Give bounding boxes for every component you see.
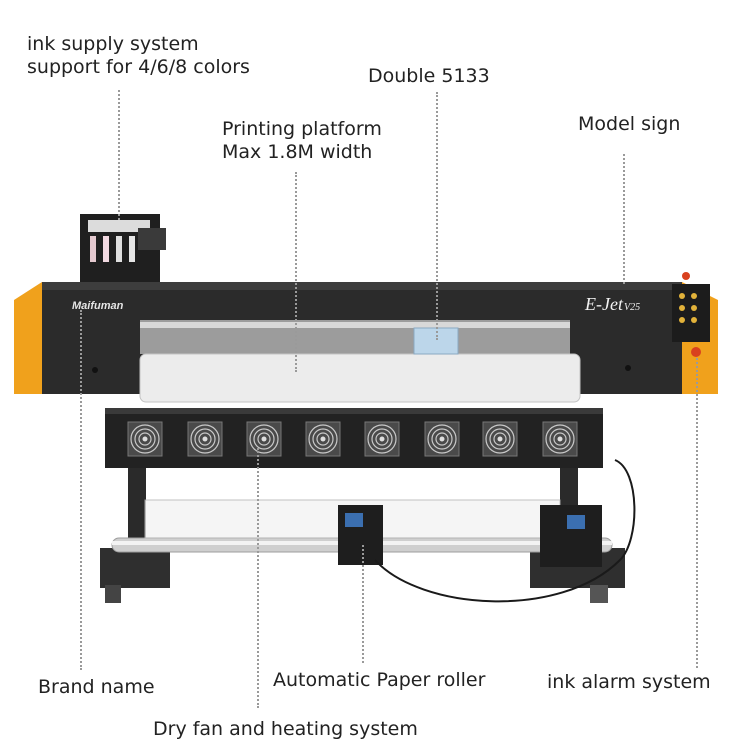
fan-icon bbox=[187, 421, 223, 457]
fan-icon bbox=[364, 421, 400, 457]
leader-double-5133 bbox=[436, 92, 438, 340]
fan-icon bbox=[305, 421, 341, 457]
label-double-5133: Double 5133 bbox=[368, 65, 490, 87]
printer-logo-text: Maifuman bbox=[72, 300, 124, 312]
leader-model-sign bbox=[623, 154, 625, 284]
label-printing-platform-line1: Printing platform bbox=[222, 118, 382, 140]
leader-ink-alarm bbox=[696, 358, 698, 668]
dryer-fan-box bbox=[105, 408, 603, 468]
leader-printing-platform bbox=[295, 172, 297, 372]
label-dry-fan: Dry fan and heating system bbox=[153, 718, 418, 740]
label-brand-name: Brand name bbox=[38, 676, 155, 698]
svg-text:V25: V25 bbox=[624, 302, 640, 313]
printer-main-body bbox=[14, 272, 718, 403]
leader-brand-name bbox=[80, 310, 82, 670]
paper-roller-units bbox=[338, 459, 636, 603]
leader-ink-supply bbox=[118, 90, 120, 220]
label-model-sign: Model sign bbox=[578, 113, 681, 135]
label-ink-supply-line1: ink supply system bbox=[27, 33, 199, 55]
dryer-fans bbox=[127, 421, 578, 457]
ink-supply-box bbox=[80, 214, 166, 284]
svg-text:E-Jet: E-Jet bbox=[584, 294, 624, 314]
fan-icon bbox=[424, 421, 460, 457]
label-ink-supply-line2: support for 4/6/8 colors bbox=[27, 56, 250, 78]
fan-icon bbox=[127, 421, 163, 457]
fan-icon bbox=[542, 421, 578, 457]
leader-paper-roller bbox=[362, 545, 364, 663]
label-printing-platform: Printing platform Max 1.8M width bbox=[222, 118, 382, 164]
fan-icon bbox=[246, 421, 282, 457]
label-printing-platform-line2: Max 1.8M width bbox=[222, 141, 373, 163]
label-paper-roller: Automatic Paper roller bbox=[273, 669, 486, 691]
printer-model-text: E-Jet V25 bbox=[584, 294, 640, 314]
fan-icon bbox=[482, 421, 518, 457]
leader-dry-fan bbox=[257, 448, 259, 708]
label-ink-alarm: ink alarm system bbox=[547, 671, 711, 693]
label-ink-supply: ink supply system support for 4/6/8 colo… bbox=[27, 33, 250, 79]
